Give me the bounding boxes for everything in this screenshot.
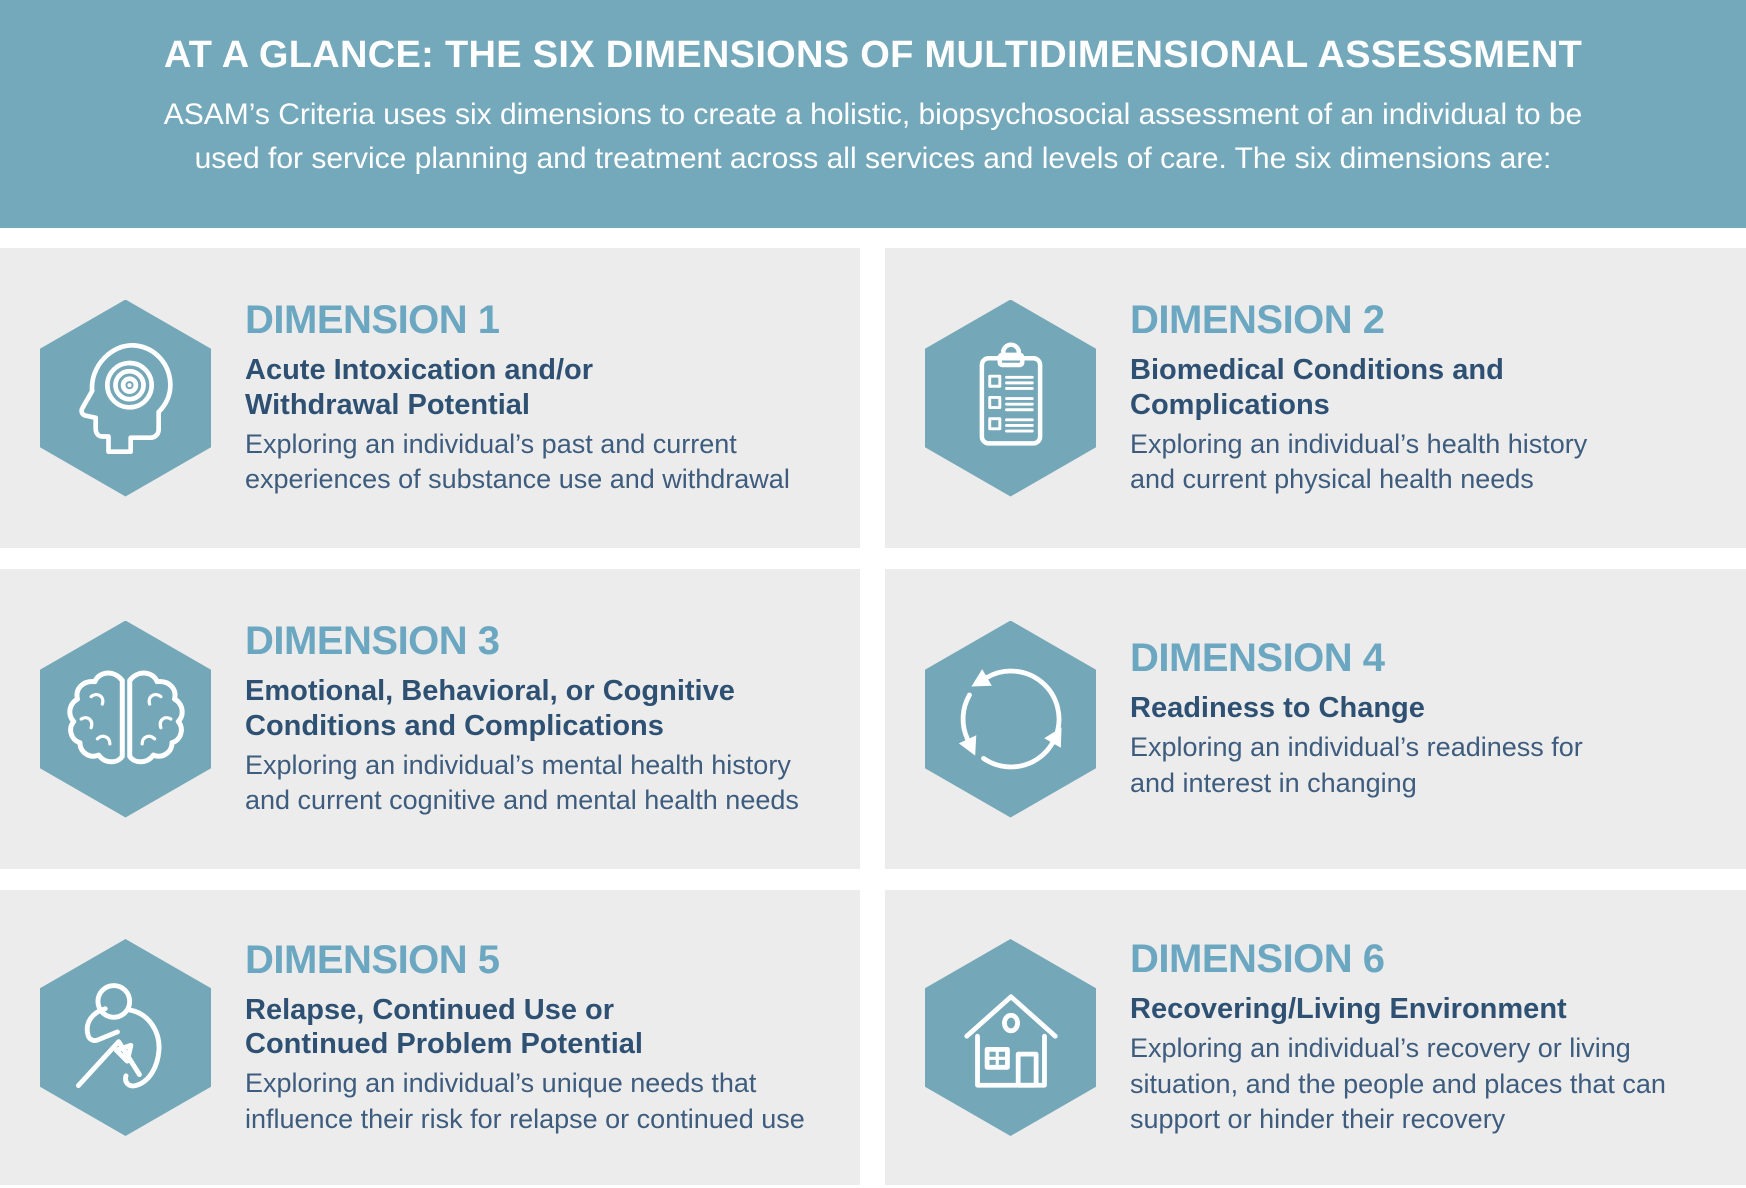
dimension-card-1: DIMENSION 1 Acute Intoxication and/or Wi…	[0, 248, 860, 548]
dimension-title: Emotional, Behavioral, or Cognitive Cond…	[245, 675, 735, 742]
dimension-title: Readiness to Change	[1130, 692, 1425, 725]
house-icon	[963, 993, 1058, 1088]
dimension-label: DIMENSION 6	[1130, 937, 1385, 982]
dimension-description: Exploring an individual’s past and curre…	[245, 428, 790, 495]
dimension-title: Recovering/Living Environment	[1130, 993, 1567, 1026]
header-banner: AT A GLANCE: THE SIX DIMENSIONS OF MULTI…	[0, 0, 1746, 228]
dimension-description: Exploring an individual’s mental health …	[245, 749, 799, 816]
cycle-arrows-icon	[958, 668, 1062, 770]
dimension-card-5: DIMENSION 5 Relapse, Continued Use or Co…	[0, 890, 860, 1185]
dimension-title: Relapse, Continued Use or Continued Prob…	[245, 993, 643, 1061]
dimension-description: Exploring an individual’s recovery or li…	[1130, 1032, 1666, 1135]
dimension-label: DIMENSION 2	[1130, 298, 1385, 343]
header-subtitle: ASAM’s Criteria uses six dimensions to c…	[163, 98, 1583, 176]
hexagon-badge	[925, 620, 1096, 818]
dimension-card-2: DIMENSION 2 Biomedical Conditions and Co…	[885, 248, 1746, 548]
dimension-description: Exploring an individual’s readiness for …	[1130, 732, 1583, 798]
dimension-title: Acute Intoxication and/or Withdrawal Pot…	[245, 354, 594, 421]
hexagon-badge	[925, 939, 1096, 1136]
head-target-icon	[78, 343, 173, 454]
hexagon-badge	[40, 939, 211, 1136]
dimension-label: DIMENSION 3	[245, 619, 500, 664]
dimension-description: Exploring an individual’s unique needs t…	[245, 1068, 805, 1134]
clipboard-checklist-icon	[979, 342, 1042, 446]
hexagon-badge	[40, 620, 211, 818]
page-title: AT A GLANCE: THE SIX DIMENSIONS OF MULTI…	[163, 34, 1583, 76]
hexagon-badge	[925, 299, 1096, 497]
dimension-card-6: DIMENSION 6 Recovering/Living Environmen…	[885, 890, 1746, 1185]
dimension-label: DIMENSION 5	[245, 937, 500, 982]
dimensions-grid: DIMENSION 1 Acute Intoxication and/or Wi…	[0, 248, 1746, 1185]
dimension-card-4: DIMENSION 4 Readiness to Change Explorin…	[885, 569, 1746, 869]
dimension-label: DIMENSION 4	[1130, 636, 1385, 681]
brain-icon	[66, 670, 185, 765]
dimension-title: Biomedical Conditions and Complications	[1130, 354, 1504, 421]
dimension-card-3: DIMENSION 3 Emotional, Behavioral, or Co…	[0, 569, 860, 869]
hunched-person-icon	[75, 982, 161, 1088]
dimension-description: Exploring an individual’s health history…	[1130, 428, 1588, 495]
hexagon-badge	[40, 299, 211, 497]
dimension-label: DIMENSION 1	[245, 298, 500, 343]
